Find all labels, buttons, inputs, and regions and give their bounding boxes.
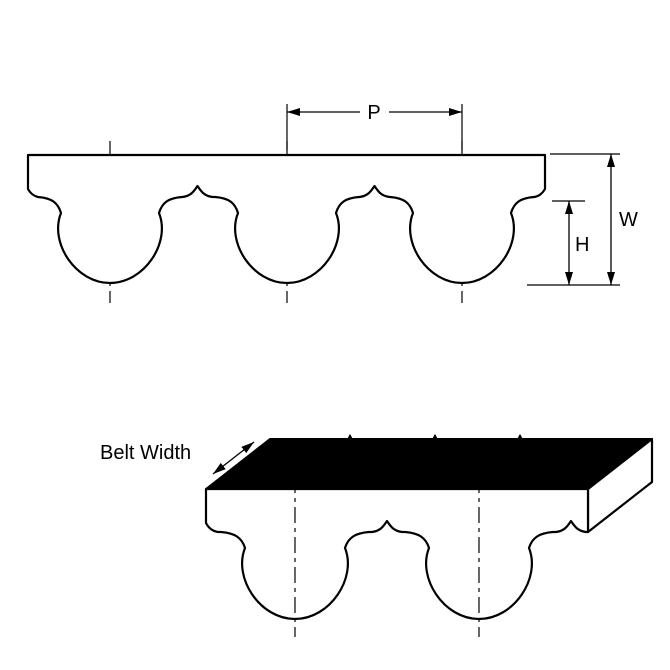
profile-view: P W H: [26, 102, 638, 303]
belt-height-dimension: W: [527, 153, 638, 286]
tooth-height-label: H: [575, 234, 589, 256]
pitch-label: P: [367, 102, 380, 124]
iso-centerlines: [294, 477, 480, 637]
top-face-back-edge-notches: [344, 434, 526, 441]
belt-width-arrow: [212, 441, 255, 475]
back-edge-notch: [429, 434, 441, 441]
belt-profile-outline: [26, 153, 547, 285]
belt-height-label: W: [619, 209, 638, 231]
belt-width-annotation: Belt Width: [100, 441, 255, 475]
iso-view: Belt Width: [100, 434, 654, 637]
belt-width-label: Belt Width: [100, 442, 191, 464]
tooth-height-dimension: H: [552, 200, 589, 285]
back-edge-notch: [344, 434, 356, 441]
pitch-dimension: P: [286, 102, 463, 150]
back-edge-notch: [514, 434, 526, 441]
belt-front-face-profile: [204, 487, 590, 621]
belt-top-face: [205, 438, 653, 490]
